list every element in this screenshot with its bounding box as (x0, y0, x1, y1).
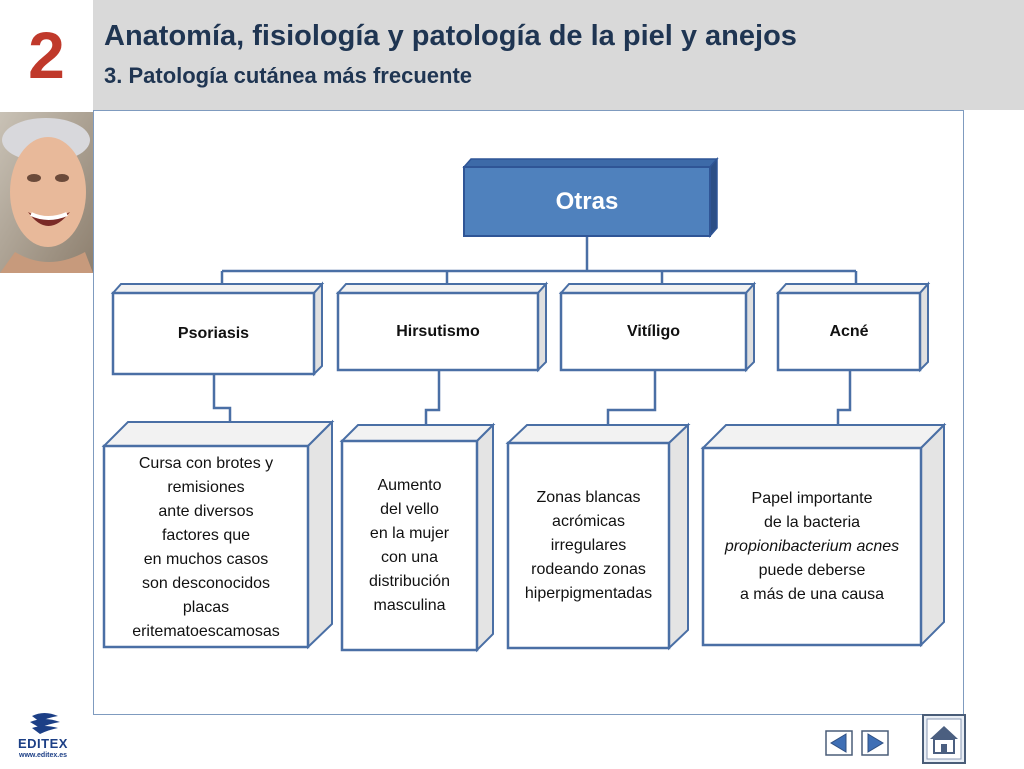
description-line: a más de una causa (739, 586, 885, 603)
category-label-vitiligo: Vitíligo (626, 323, 681, 340)
description-line: Aumento (377, 477, 442, 494)
editex-logo (18, 712, 78, 758)
description-line: puede deberse (758, 562, 866, 579)
description-line: irregulares (550, 537, 627, 554)
description-line: con una (381, 549, 438, 566)
description-line: remisiones (167, 479, 245, 496)
description-line: en la mujer (369, 525, 450, 542)
page-subtitle: 3. Patología cutánea más frecuente (104, 63, 473, 88)
logo-text: EDITEX (18, 736, 68, 751)
prev-button[interactable] (825, 730, 853, 756)
header-bar (93, 0, 1024, 110)
description-psoriasis: Cursa con brotes y remisiones ante diver… (104, 452, 308, 644)
category-box-psoriasis (110, 281, 325, 377)
description-hirsutismo: Aumento del vello en la mujer con una di… (342, 474, 477, 618)
description-vitiligo: Zonas blancas acrómicas irregulares rode… (508, 486, 669, 606)
logo-url: www.editex.es (19, 752, 67, 759)
description-line: en muchos casos (143, 551, 269, 568)
description-line: distribución (369, 573, 450, 590)
root-label: Otras (555, 188, 619, 215)
description-line: rodeando zonas (531, 561, 646, 578)
description-box-psoriasis (101, 419, 335, 650)
next-button[interactable] (861, 730, 889, 756)
description-line: masculina (373, 597, 446, 614)
category-box-acne (775, 281, 931, 373)
description-box-vitiligo (505, 422, 691, 651)
description-line: del vello (380, 501, 439, 518)
description-line: eritematoescamosas (132, 623, 280, 640)
description-line: de la bacteria (763, 514, 861, 531)
description-line: son desconocidos (141, 575, 271, 592)
description-box-acne (700, 422, 947, 648)
category-box-vitiligo (558, 281, 757, 373)
next-arrow-icon (861, 730, 889, 756)
description-line: hiperpigmentadas (524, 585, 653, 602)
description-acne: Papel importante de la bacteria propioni… (703, 487, 921, 607)
root-box (462, 157, 719, 238)
category-label-hirsutismo: Hirsutismo (396, 323, 480, 340)
description-line: acrómicas (552, 513, 625, 530)
portrait-photo (0, 112, 93, 273)
description-line: Cursa con brotes y (138, 455, 274, 472)
description-line: factores que (161, 527, 251, 544)
home-icon (922, 714, 966, 764)
description-line: propionibacterium acnes (724, 538, 900, 555)
category-box-hirsutismo (335, 281, 549, 373)
description-line: Zonas blancas (536, 489, 641, 506)
prev-arrow-icon (825, 730, 853, 756)
description-box-hirsutismo (339, 422, 496, 653)
category-label-acne: Acné (829, 323, 869, 340)
description-line: Papel importante (751, 490, 873, 507)
editex-logo-icon (30, 713, 60, 734)
home-button[interactable] (922, 714, 966, 764)
page-title: Anatomía, fisiología y patología de la p… (104, 20, 797, 52)
category-label-psoriasis: Psoriasis (177, 325, 250, 342)
description-line: ante diversos (158, 503, 254, 520)
chapter-number: 2 (0, 0, 93, 110)
description-line: placas (182, 599, 230, 616)
